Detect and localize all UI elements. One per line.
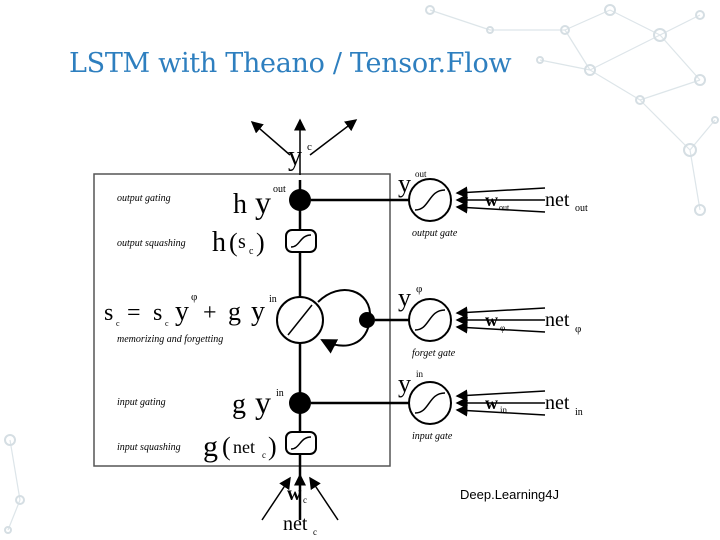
svg-text:in: in (276, 388, 284, 399)
svg-text:s: s (153, 300, 162, 326)
label-memorizing: memorizing and forgetting (117, 334, 223, 345)
svg-text:c: c (249, 246, 254, 257)
recurrent-loop (317, 289, 372, 354)
symbol-y-out: y (255, 184, 271, 220)
svg-text:c: c (116, 319, 120, 328)
label-input-squashing: input squashing (117, 442, 181, 453)
symbol-y-phi-gate: y (398, 283, 411, 312)
svg-text:out: out (499, 203, 510, 212)
input-arrow-right (309, 476, 339, 521)
svg-text:c: c (307, 141, 312, 153)
input-gate-multiplier (289, 392, 311, 414)
symbol-w-out: w (485, 190, 498, 210)
label-input-gate: input gate (412, 431, 453, 442)
input-arrow-left (261, 476, 291, 521)
svg-text:in: in (269, 294, 277, 305)
forget-gate-unit (408, 298, 452, 342)
input-gate-unit (408, 381, 452, 425)
label-output-squashing: output squashing (117, 238, 186, 249)
svg-text:y: y (255, 384, 271, 420)
symbol-h: h (233, 189, 247, 220)
svg-text:): ) (256, 228, 265, 257)
svg-text:φ: φ (191, 291, 197, 303)
symbol-g-netc: g (203, 430, 218, 463)
svg-text:c: c (262, 450, 266, 460)
caption-deeplearning4j: Deep.Learning4J (460, 487, 560, 502)
symbol-g-y-in: g (232, 389, 246, 420)
svg-text:g: g (228, 297, 241, 326)
svg-text:out: out (273, 184, 286, 195)
output-gate-unit (408, 178, 452, 222)
svg-text:φ: φ (500, 323, 505, 333)
symbol-net-in: net (545, 392, 570, 414)
label-output-gate: output gate (412, 228, 458, 239)
svg-text:+: + (203, 300, 217, 326)
symbol-net-out: net (545, 189, 570, 211)
slide-title: LSTM with Theano / Tensor.Flow (69, 48, 512, 79)
svg-text:y: y (251, 296, 265, 327)
svg-text:in: in (500, 405, 508, 415)
symbol-net-phi: net (545, 309, 570, 331)
svg-text:c: c (165, 319, 169, 328)
label-input-gating: input gating (117, 397, 166, 408)
svg-text:=: = (127, 300, 141, 326)
symbol-w-c: w (287, 483, 302, 505)
symbol-w-phi: w (485, 310, 498, 330)
symbol-y-out-gate: y (398, 169, 411, 198)
svg-text:(: ( (222, 432, 231, 461)
symbol-h-sc: h (212, 227, 226, 258)
svg-text:c: c (303, 495, 307, 505)
svg-text:in: in (416, 369, 424, 379)
svg-text:net: net (233, 437, 255, 457)
output-gate-multiplier (289, 189, 311, 211)
svg-text:s: s (238, 231, 246, 253)
symbol-y-in-gate: y (398, 369, 411, 398)
symbol-y-c: y (288, 141, 302, 172)
svg-text:y: y (175, 296, 189, 327)
output-arrow-left (250, 121, 291, 156)
equation-sc: s (104, 300, 113, 326)
svg-text:(: ( (229, 228, 238, 257)
svg-text:): ) (268, 432, 277, 461)
label-output-gating: output gating (117, 193, 171, 204)
svg-text:out: out (575, 203, 588, 214)
svg-text:in: in (575, 407, 583, 418)
label-forget-gate: forget gate (412, 348, 456, 359)
symbol-w-in: w (485, 393, 498, 413)
forget-gate-multiplier (359, 312, 375, 328)
output-arrow-right (309, 119, 358, 156)
svg-text:φ: φ (575, 323, 581, 335)
svg-text:c: c (313, 527, 317, 537)
symbol-net-c: net (283, 513, 308, 535)
svg-text:φ: φ (416, 283, 422, 295)
svg-text:out: out (415, 169, 427, 179)
